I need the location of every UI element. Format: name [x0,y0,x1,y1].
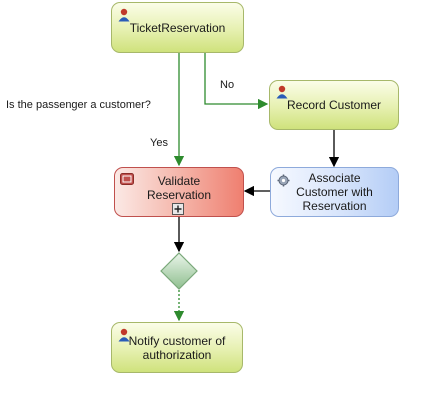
task-record-customer[interactable]: Record Customer [269,80,399,130]
task-notify-customer[interactable]: Notify customer of authorization [111,322,243,373]
task-label: Associate Customer with Reservation [296,171,373,213]
gateway[interactable] [160,252,198,290]
task-label: Record Customer [286,98,382,112]
subprocess-validate-reservation[interactable]: Validate Reservation [114,167,244,217]
user-icon [276,85,288,102]
service-gear-icon [277,174,290,190]
task-label: Notify customer of authorization [128,333,226,362]
task-associate-customer[interactable]: Associate Customer with Reservation [270,167,399,217]
decision-question: Is the passenger a customer? [6,99,151,111]
user-icon [118,328,130,345]
user-icon [118,8,130,25]
task-label: TicketReservation [129,20,226,35]
flow-label-no: No [220,79,235,91]
flow-no [204,53,269,110]
plus-icon[interactable] [172,203,184,218]
task-ticket-reservation[interactable]: TicketReservation [111,2,244,53]
subprocess-label: Validate Reservation [146,174,212,202]
flow-label-yes: Yes [150,137,168,149]
subprocess-icon [120,173,134,188]
